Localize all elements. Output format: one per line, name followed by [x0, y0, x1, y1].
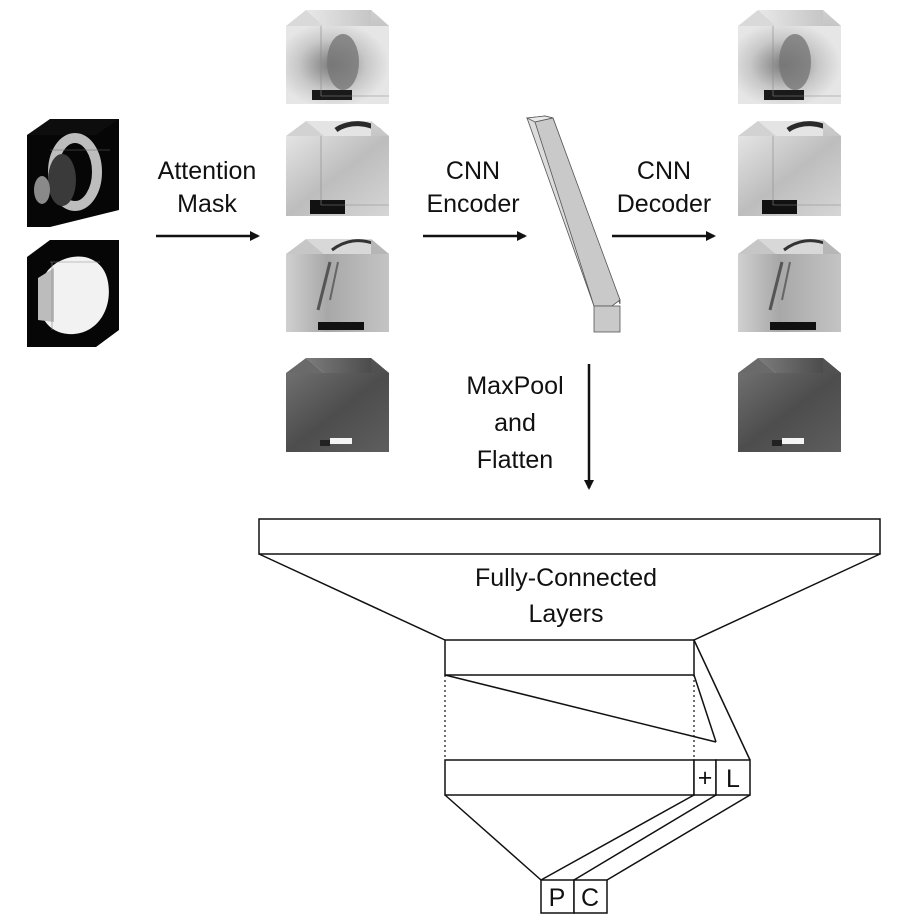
cnn-decoder-label-1: CNN [637, 157, 691, 185]
attention-mask-step: Attention Mask [156, 157, 260, 241]
masked-volume-4 [286, 358, 389, 452]
masked-volume-3 [286, 239, 389, 332]
maxpool-label-1: MaxPool [466, 372, 563, 400]
attention-mask-volume [27, 240, 119, 347]
cnn-encoder-label-2: Encoder [426, 190, 519, 218]
cnn-encoder-label-1: CNN [446, 157, 500, 185]
l-output-box [715, 759, 751, 796]
latent-representation [525, 115, 621, 333]
attention-mask-label-1: Attention [158, 157, 257, 185]
maxpool-step: MaxPool and Flatten [466, 364, 594, 490]
plus-label: + [698, 764, 713, 792]
reconstructed-volume-4 [738, 358, 841, 452]
p-output-label: P [549, 884, 566, 912]
reconstructed-volume-2 [738, 121, 841, 216]
cnn-decoder-label-2: Decoder [617, 190, 712, 218]
maxpool-label-2: and [494, 409, 536, 437]
reconstructed-volume-1 [738, 10, 841, 104]
cnn-encoder-step: CNN Encoder [423, 157, 527, 241]
fc-hidden-layer-2 [444, 759, 695, 796]
p-output-box [540, 879, 575, 914]
c-output-label: C [581, 884, 599, 912]
flattened-feature-layer [258, 518, 881, 555]
maxpool-label-3: Flatten [477, 446, 553, 474]
fc-label-1: Fully-Connected [475, 564, 657, 592]
reconstructed-volume-3 [738, 239, 841, 332]
cnn-decoder-step: CNN Decoder [612, 157, 716, 241]
attention-mask-label-2: Mask [177, 190, 237, 218]
fc-hidden-layer-1 [444, 639, 695, 676]
fully-connected-head [258, 518, 881, 914]
c-output-box [573, 879, 608, 914]
fc-label-2: Layers [528, 600, 603, 628]
masked-volume-1 [286, 10, 389, 104]
masked-volume-2 [286, 121, 389, 216]
l-output-label: L [726, 765, 740, 793]
input-image-volume [27, 119, 119, 227]
